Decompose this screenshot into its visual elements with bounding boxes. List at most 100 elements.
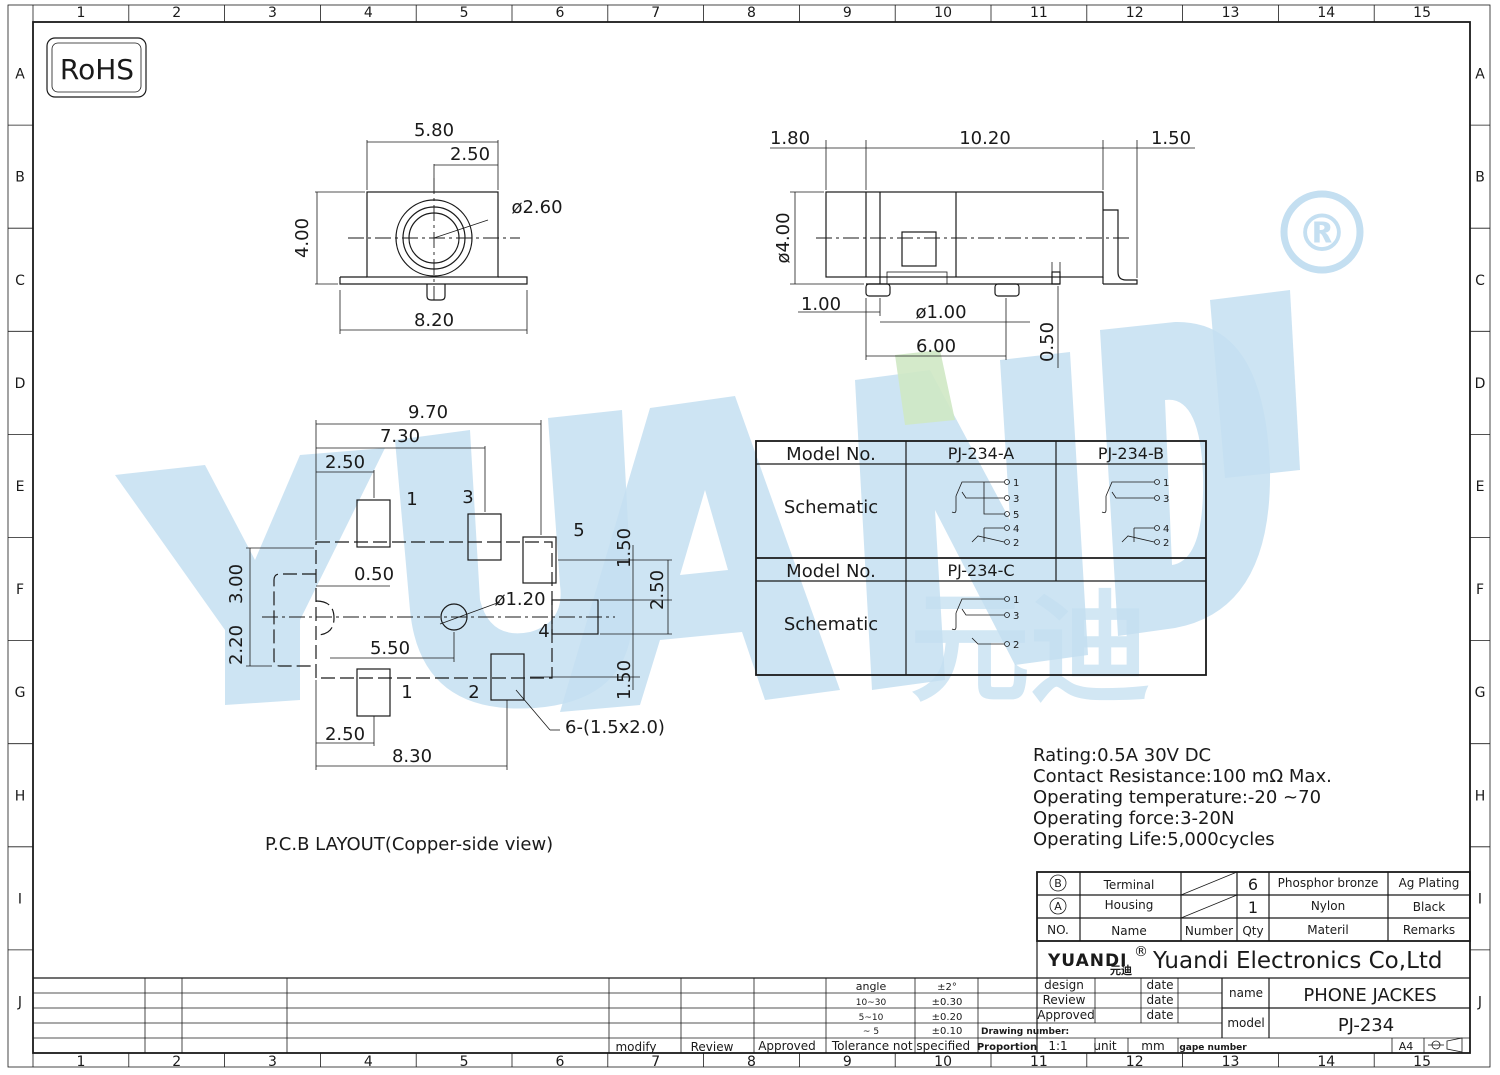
bom-header-name: Name: [1111, 924, 1146, 938]
tol-range-3: 5~10: [859, 1013, 884, 1023]
tb-model-value: PJ-234: [1338, 1015, 1394, 1036]
bom-header-remarks: Remarks: [1403, 923, 1455, 937]
dim-front-width: 5.80: [414, 120, 454, 141]
tb-page-number: gape number: [1179, 1043, 1247, 1053]
border-col-label: 15: [1413, 5, 1431, 21]
front-view: 5.80 2.50 ø2.60 4.00 8.20: [292, 120, 563, 334]
dim-side-right: 1.50: [1151, 128, 1191, 149]
dim-side-body: 10.20: [959, 128, 1011, 149]
revision-grid: [144, 978, 979, 1053]
border-row-label: G: [15, 685, 26, 701]
border-col-label: 11: [1030, 5, 1048, 21]
dim-pcb-p4-h: 2.50: [647, 570, 668, 610]
border-col-label: 13: [1222, 1054, 1240, 1070]
border-col-label: 6: [555, 1054, 564, 1070]
pad-label-1-bottom: 1: [401, 682, 412, 703]
pin-a-3: 3: [1013, 494, 1019, 505]
pad-5: [522, 536, 557, 584]
pad-1-bottom: [356, 668, 391, 717]
pin-a-5: 5: [1013, 510, 1019, 521]
border-row-label: A: [15, 67, 25, 83]
tol-value-3: ±0.20: [932, 1012, 963, 1023]
border-row-label: H: [1475, 788, 1486, 804]
tol-range-1: angle: [856, 980, 887, 993]
border-row-label: C: [1475, 273, 1485, 289]
watermark-chinese: 元迪: [910, 580, 1150, 719]
border-col-label: 10: [934, 5, 952, 21]
dim-pcb-p5-bot: 1.50: [614, 660, 635, 700]
pin-b-2: 2: [1163, 538, 1169, 549]
pad-3: [467, 513, 502, 561]
border-col-label: 9: [843, 5, 852, 21]
border-col-label: 2: [172, 1054, 181, 1070]
projection-symbol-icon: [1428, 1037, 1463, 1053]
pad-label-4: 4: [538, 621, 549, 642]
tb-design: design: [1044, 978, 1084, 992]
border-col-label: 11: [1030, 1054, 1048, 1070]
border-col-label: 4: [364, 5, 373, 21]
tb-proportion-label: Proportion: [977, 1042, 1037, 1053]
dim-pcb-hole-x: 5.50: [370, 638, 410, 659]
border-zone-labels: 1122334455667788991010111112121313141415…: [15, 5, 1486, 1070]
bom-name-b: Terminal: [1103, 878, 1155, 892]
tb-date-2: date: [1146, 993, 1173, 1007]
schematic-label-1: Schematic: [784, 497, 878, 518]
bom-no-b: B: [1054, 877, 1062, 890]
border-col-label: 4: [364, 1054, 373, 1070]
pad-label-5: 5: [573, 520, 584, 541]
pcb-layout: 9.70 7.30 2.50 1.50 3.00 0.50 ø1.20 2.50…: [226, 402, 672, 855]
tb-review: Review: [1043, 993, 1086, 1007]
pad-label-3: 3: [462, 487, 473, 508]
rating-line-4: Operating force:3-20N: [1033, 808, 1234, 829]
border-col-label: 9: [843, 1054, 852, 1070]
dim-side-dia: ø4.00: [773, 212, 794, 263]
rohs-text: RoHS: [60, 53, 134, 86]
border-col-label: 10: [934, 1054, 952, 1070]
bom-remarks-b: Ag Plating: [1399, 876, 1460, 890]
border-col-label: 3: [268, 5, 277, 21]
bom-remarks-a: Black: [1413, 900, 1446, 914]
brand-cn: 元迪: [1110, 963, 1132, 977]
border-row-label: B: [15, 170, 25, 186]
border-col-label: 8: [747, 1054, 756, 1070]
revision-review: Review: [691, 1040, 734, 1054]
tol-value-4: ±0.10: [932, 1026, 963, 1037]
schematic-c: 1 3 2: [951, 595, 1019, 651]
dim-pcb-hole: ø1.20: [494, 589, 545, 610]
dim-pcb-p3: 7.30: [380, 426, 420, 447]
watermark-registered: ®: [1296, 204, 1348, 264]
dim-front-base: 8.20: [414, 310, 454, 331]
pad-1-top: [356, 499, 391, 548]
border-col-label: 14: [1317, 1054, 1335, 1070]
dim-side-tab: 0.50: [1037, 322, 1058, 362]
dim-front-dia: ø2.60: [511, 197, 562, 218]
pin-c-2: 2: [1013, 640, 1019, 651]
tol-value-1: ±2°: [937, 982, 957, 993]
border-row-label: I: [1478, 891, 1482, 907]
tb-proportion-value: 1:1: [1048, 1039, 1067, 1053]
bom-header-no: NO.: [1047, 923, 1069, 937]
dim-pcb-slot-gap: 0.50: [354, 564, 394, 585]
dim-pcb-p2: 8.30: [392, 746, 432, 767]
border-col-label: 12: [1126, 5, 1144, 21]
border-row-label: B: [1475, 170, 1485, 186]
model-table: Model No. PJ-234-A PJ-234-B Schematic Mo…: [755, 440, 1207, 676]
bom-name-a: Housing: [1105, 898, 1154, 912]
tb-approved: Approved: [1037, 1008, 1095, 1022]
brand-logo: YUANDI: [1047, 951, 1127, 971]
pad-label-2: 2: [468, 682, 479, 703]
bom-material-a: Nylon: [1311, 899, 1345, 913]
bom-header-number: Number: [1185, 924, 1233, 938]
border-row-label: D: [1475, 376, 1486, 392]
title-block: YUANDI ® 元迪 Yuandi Electronics Co,Ltd mo…: [33, 941, 1470, 1054]
revision-approved: Approved: [758, 1039, 816, 1053]
rating-line-3: Operating temperature:-20 ~70: [1033, 787, 1321, 808]
brand-registered: ®: [1134, 944, 1148, 960]
pin-c-3: 3: [1013, 611, 1019, 622]
ratings-block: Rating:0.5A 30V DC Contact Resistance:10…: [1033, 745, 1332, 850]
dim-side-peg-offset: 1.00: [801, 294, 841, 315]
model-b: PJ-234-B: [1098, 444, 1164, 463]
schematic-a: 1 3 5 4 2: [951, 478, 1019, 549]
model-c: PJ-234-C: [947, 561, 1014, 580]
schematic-label-2: Schematic: [784, 614, 878, 635]
